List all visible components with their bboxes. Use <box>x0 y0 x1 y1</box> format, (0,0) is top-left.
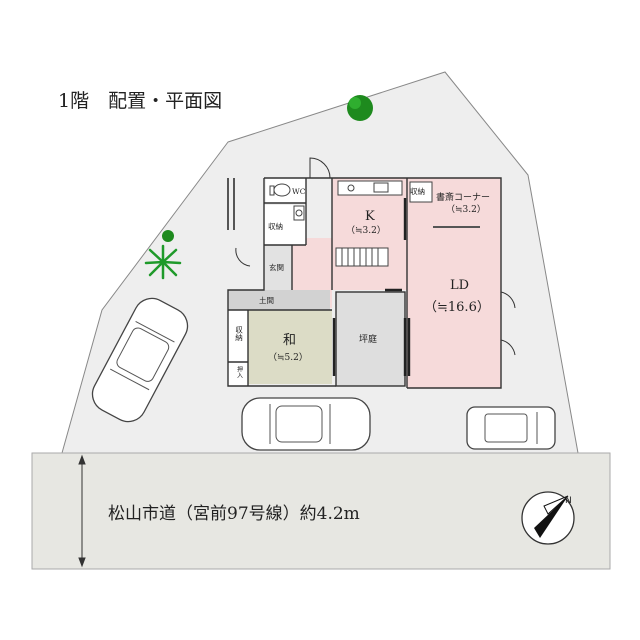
tree-top <box>347 95 373 121</box>
compass-needle-icon <box>534 496 568 538</box>
oshi-floor <box>228 362 248 386</box>
fridge <box>409 181 433 203</box>
storage-k-label: 収納 <box>410 186 425 196</box>
fence <box>227 178 235 230</box>
toilet <box>269 183 291 197</box>
tsuboniwa-floor <box>336 292 405 386</box>
tsuboniwa-label: 坪庭 <box>359 333 377 345</box>
genkan-floor <box>264 245 292 290</box>
doma-floor <box>228 290 330 310</box>
car-left <box>91 297 189 423</box>
kitchen-label: K <box>365 209 375 224</box>
road-width-dimension <box>78 454 86 568</box>
study-label: 書斎コーナー <box>436 191 490 203</box>
road-strip <box>31 452 611 570</box>
page-title: 1階 配置・平面図 <box>58 90 222 112</box>
tree-small <box>162 230 174 242</box>
doors <box>235 157 516 356</box>
storage-wc-label: 収納 <box>268 221 283 231</box>
washbasin <box>293 205 305 221</box>
kitchen-area: （≒3.2） <box>346 225 386 236</box>
car-center <box>241 397 371 451</box>
building <box>227 157 516 389</box>
oshi-label: 押入 <box>236 365 243 378</box>
wc-label: WC <box>292 187 306 196</box>
kitchen-counter <box>337 180 403 196</box>
ld-area: （≒16.6） <box>424 300 490 315</box>
ld-label: LD <box>450 278 469 293</box>
compass-north-label: N <box>565 496 572 506</box>
washitsu-floor <box>248 310 332 384</box>
palm-plant <box>144 244 182 280</box>
study-area: （≒3.2） <box>446 204 486 215</box>
stairs <box>335 247 389 267</box>
sliding-doors <box>332 198 411 376</box>
doma-label: 土間 <box>259 295 274 305</box>
car-right <box>466 406 556 450</box>
storage-wa-label: 収納 <box>234 326 243 343</box>
genkan-label: 玄関 <box>269 262 284 272</box>
washitsu-label: 和 <box>283 333 296 348</box>
road-label: 松山市道（宮前97号線）約4.2m <box>108 504 360 524</box>
storage-wa-floor <box>228 310 248 362</box>
north-compass: N <box>521 491 575 545</box>
ld-floor <box>407 178 501 388</box>
washitsu-area: （≒5.2） <box>268 352 308 363</box>
